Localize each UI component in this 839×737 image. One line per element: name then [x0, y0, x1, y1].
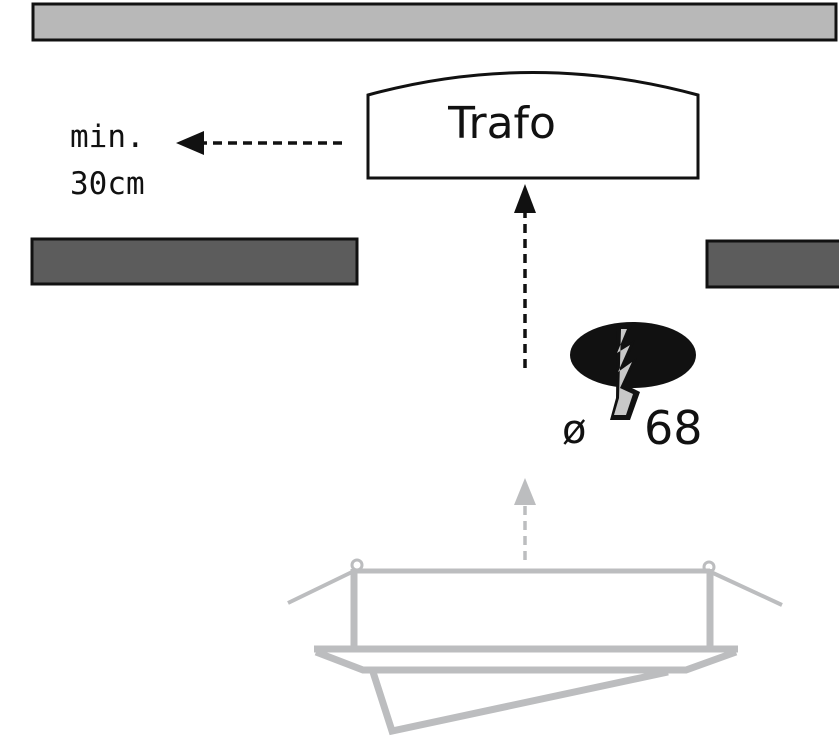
distance-label-line1: min. [70, 119, 145, 155]
recessed-light-fixture [287, 558, 783, 736]
ceiling-panel-left [30, 237, 359, 286]
diameter-symbol: ø [562, 407, 586, 453]
drill-hole-icon [570, 322, 696, 420]
upper-ceiling-slab [31, 2, 838, 42]
diameter-value: 68 [644, 401, 703, 455]
distance-arrow [176, 131, 342, 155]
ceiling-panel-right [705, 239, 839, 289]
insert-arrow [514, 478, 536, 560]
transformer-label: Trafo [447, 98, 556, 149]
distance-label-line2: 30cm [70, 166, 145, 202]
transformer-box: Trafo [366, 71, 700, 180]
connection-arrow [514, 184, 536, 368]
